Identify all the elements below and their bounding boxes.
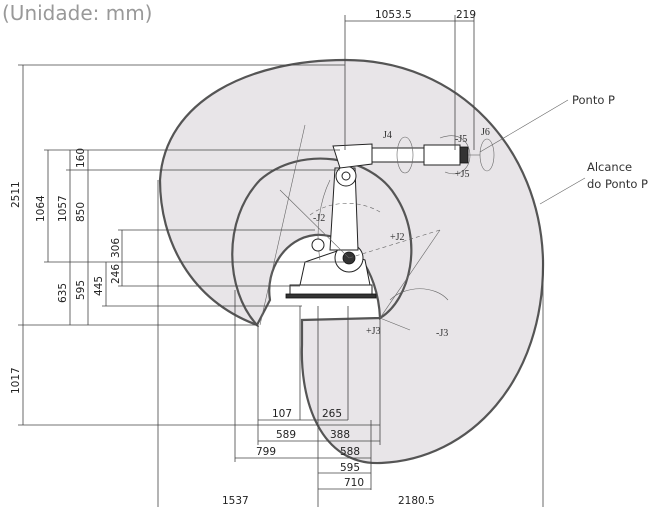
dim-left-1017: 1017 xyxy=(10,367,22,394)
joint-label-j4: J4 xyxy=(383,130,392,141)
dim-bottom-388: 388 xyxy=(330,429,350,441)
callouts: Ponto P Alcance do Ponto P xyxy=(479,93,648,205)
dim-top-1053-5: 1053.5 xyxy=(375,9,412,21)
dim-bottom-710: 710 xyxy=(344,477,364,489)
dim-left-850: 850 xyxy=(75,202,87,222)
dim-left-246: 246 xyxy=(110,264,122,284)
dim-bottom-595: 595 xyxy=(340,462,360,474)
dim-left-160: 160 xyxy=(75,148,87,168)
robot-upper-arm xyxy=(332,143,373,169)
dim-bottom-589: 589 xyxy=(276,429,296,441)
dim-top-219: 219 xyxy=(456,9,476,21)
robot-flange xyxy=(459,146,469,164)
dim-bottom-588: 588 xyxy=(340,446,360,458)
unit-label: (Unidade: mm) xyxy=(2,1,153,25)
joint-label-plus-j3: +J3 xyxy=(366,326,381,337)
j3-ray-b xyxy=(379,317,411,331)
j3-ray-a xyxy=(379,229,441,319)
dim-left-445: 445 xyxy=(93,276,105,296)
joint-label-minus-j3: -J3 xyxy=(436,328,448,339)
top-dimensions: 1053.5 219 xyxy=(344,9,476,150)
j6-rotation xyxy=(479,138,495,172)
reach-label-line1: Alcance xyxy=(587,160,632,174)
reach-leader xyxy=(539,177,586,205)
joint-label-plus-j5: +J5 xyxy=(455,169,470,180)
reach-label-line2: do Ponto P xyxy=(587,177,648,191)
dim-left-595: 595 xyxy=(75,280,87,300)
robot-bracket xyxy=(311,238,325,252)
joint-label-j6: J6 xyxy=(481,127,490,138)
j2-ray-b xyxy=(348,229,441,259)
dim-bottom-107: 107 xyxy=(272,408,292,420)
joint-indicators: J4 -J5 +J5 J6 -J2 +J2 +J3 -J3 xyxy=(259,124,495,339)
robot-base-plate xyxy=(285,293,377,299)
dim-bottom-1537: 1537 xyxy=(222,495,249,507)
dim-left-2511: 2511 xyxy=(10,181,22,208)
point-p-leader xyxy=(479,99,569,153)
j3-joint-core xyxy=(341,171,351,181)
robot-forearm xyxy=(371,147,425,163)
j5-rotation xyxy=(439,135,471,175)
dim-left-635: 635 xyxy=(57,283,69,303)
point-p-label: Ponto P xyxy=(572,93,615,107)
j1-ray xyxy=(259,124,306,326)
robot-lower-arm xyxy=(329,167,359,251)
dim-left-306: 306 xyxy=(110,238,122,258)
dim-bottom-799: 799 xyxy=(256,446,276,458)
j2-rotation xyxy=(309,203,381,216)
left-dimensions: 2511 1064 1057 160 850 306 635 445 246 5… xyxy=(10,64,380,426)
j4-rotation xyxy=(396,136,414,174)
joint-label-minus-j2: -J2 xyxy=(313,213,325,224)
robot-base xyxy=(289,284,373,296)
dim-left-1057: 1057 xyxy=(57,195,69,222)
j2-ray-a xyxy=(279,189,350,259)
dim-left-1064: 1064 xyxy=(35,195,47,222)
dim-bottom-265: 265 xyxy=(322,408,342,420)
bottom-dimensions: 107 265 589 388 799 588 595 710 1537 218… xyxy=(157,180,544,507)
joint-label-minus-j5: -J5 xyxy=(455,134,467,145)
joint-label-plus-j2: +J2 xyxy=(390,232,405,243)
dim-bottom-2180-5: 2180.5 xyxy=(398,495,435,507)
